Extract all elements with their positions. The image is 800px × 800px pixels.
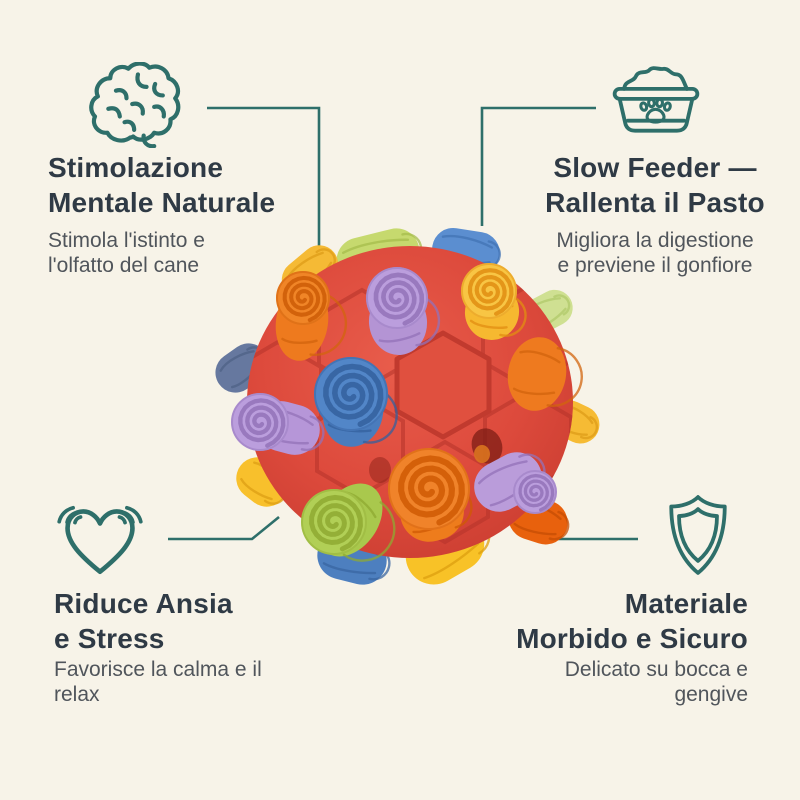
- title-line: Mentale Naturale: [48, 187, 276, 218]
- feature-desc-anxiety-relief: Favorisce la calma e il relax: [54, 657, 262, 707]
- feature-title-mental-stimulation: Stimolazione Mentale Naturale: [48, 150, 275, 220]
- desc-line: gengive: [674, 683, 748, 706]
- fabric-roll-blue-spiral: [314, 357, 388, 431]
- brain-icon: [89, 62, 185, 148]
- title-line: Stimolazione: [48, 152, 224, 183]
- title-line: Slow Feeder —: [553, 152, 757, 183]
- title-line: Morbido e Sicuro: [516, 623, 748, 654]
- fabric-roll-yellow-spiral: [461, 263, 517, 319]
- fabric-roll-purple-spiral: [366, 267, 428, 329]
- connector-bottom-left: [168, 515, 280, 541]
- connector-top-right: [480, 106, 596, 226]
- shield-icon: [659, 491, 737, 579]
- feature-title-slow-feeder: Slow Feeder — Rallenta il Pasto: [500, 150, 800, 220]
- desc-line: Favorisce la calma e il: [54, 658, 262, 681]
- feature-desc-mental-stimulation: Stimola l'istinto e l'olfatto del cane: [48, 228, 205, 278]
- feature-title-safe-material: Materiale Morbido e Sicuro: [516, 586, 748, 656]
- hexagon-facet: [394, 330, 492, 440]
- beating-heart-icon: [48, 492, 152, 581]
- fabric-roll-orange-spiral: [388, 448, 470, 530]
- desc-line: e previene il gonfiore: [557, 254, 753, 277]
- feature-desc-safe-material: Delicato su bocca e gengive: [565, 657, 748, 707]
- fabric-roll-green-spiral: [301, 489, 367, 555]
- fabric-roll-orange-spiral: [276, 271, 330, 325]
- title-line: Materiale: [624, 588, 748, 619]
- desc-line: Migliora la digestione: [556, 229, 754, 252]
- feature-desc-slow-feeder: Migliora la digestione e previene il gon…: [500, 228, 800, 278]
- title-line: Riduce Ansia: [54, 588, 233, 619]
- desc-line: Stimola l'istinto e: [48, 229, 205, 252]
- desc-line: Delicato su bocca e: [564, 658, 748, 681]
- desc-line: relax: [54, 683, 100, 706]
- fabric-roll-purple-spiral: [231, 393, 289, 451]
- feature-title-anxiety-relief: Riduce Ansia e Stress: [54, 586, 233, 656]
- title-line: e Stress: [54, 623, 165, 654]
- fabric-roll-orange: [507, 337, 583, 411]
- title-line: Rallenta il Pasto: [545, 187, 765, 218]
- desc-line: l'olfatto del cane: [48, 254, 200, 277]
- connector-top-left: [207, 106, 321, 256]
- fabric-roll-purple-spiral: [513, 470, 557, 514]
- snuffle-ball-product-image: [210, 222, 602, 592]
- dog-bowl-icon: [606, 66, 706, 139]
